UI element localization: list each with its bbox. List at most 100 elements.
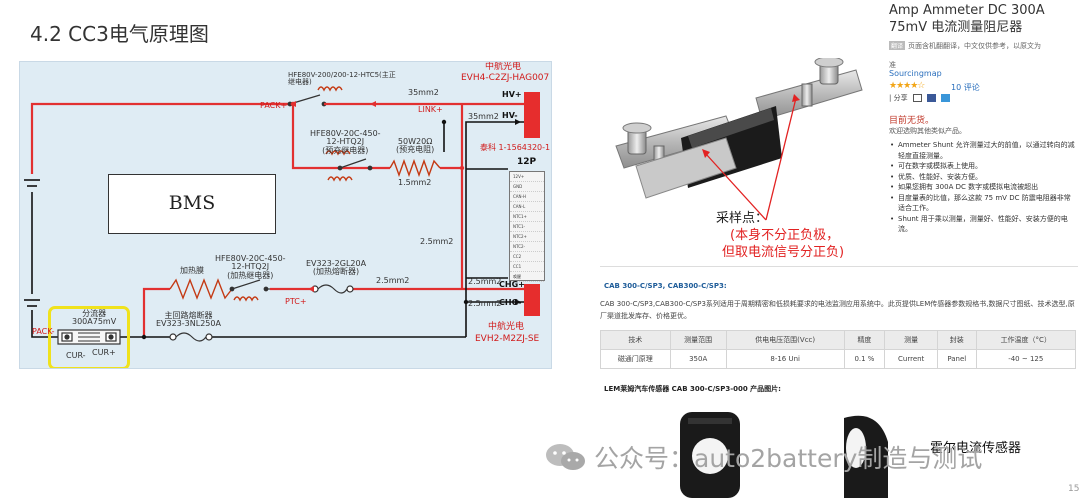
feature-bullet: 优质、性能好、安装方便。 <box>889 172 1075 183</box>
hall-sensor-label: 霍尔电流传感器 <box>930 441 1022 456</box>
chg-minus-label: CHG- <box>499 298 522 307</box>
pin-label: NTC1+ <box>510 212 544 222</box>
cur-plus-label: CUR+ <box>92 348 116 357</box>
translate-tag: 翻译 <box>889 41 906 50</box>
table-header-cell: 供电电压范围(Vcc) <box>725 330 845 350</box>
pin-label: CAN-L <box>510 202 544 212</box>
table-cell: -40 ~ 125 <box>975 349 1077 369</box>
rating-stars[interactable]: ★★★★☆ <box>889 81 925 91</box>
table-cell: Panel <box>937 349 977 369</box>
pin-label: GND <box>510 182 544 192</box>
facebook-icon[interactable] <box>927 94 937 102</box>
review-count-link[interactable]: 10 评论 <box>951 83 980 92</box>
pack-plus-label: PACK+ <box>260 101 288 110</box>
shunt-label: 分流器 300A75mV <box>72 309 117 327</box>
connector-bottom-bar <box>524 284 540 316</box>
page-number: 15 <box>1068 484 1080 494</box>
brand-link[interactable]: Sourcingmap <box>889 69 942 78</box>
feature-bullets: Ammeter Shunt 允许测量过大的前值，以通过转向的减轻度直接测量。 可… <box>889 140 1075 235</box>
bms-box: BMS <box>108 174 276 234</box>
pin-connector-12p: 12V+ GND CAN-H CAN-L NTC1+ NTC1- NTC2+ N… <box>509 171 545 282</box>
connector-bottom-model: EVH2-M2ZJ-SE <box>475 334 540 344</box>
table-header-cell: 测量 <box>884 330 939 350</box>
wire-label: 2.5mm2 <box>420 237 454 246</box>
hall-sensor-image-front <box>680 412 740 498</box>
table-header-cell: 工作温度（°C） <box>975 330 1077 350</box>
table-header-cell: 测量范围 <box>669 330 727 350</box>
hv-minus-label: HV- <box>502 111 518 120</box>
feature-bullet: Shunt 用于乘以测量，测量好、性能好、安装方便的电流。 <box>889 214 1075 235</box>
hall-sensor-image-side <box>844 415 888 498</box>
callout-title: 采样点： <box>716 211 769 226</box>
circuit-schematic: BMS 12V+ GND CAN-H CAN-L NTC1+ NTC1- NTC… <box>19 61 552 369</box>
pin-count-label: 12P <box>517 157 537 167</box>
link-plus-label: LINK+ <box>418 105 443 114</box>
callout-note-2: 但取电流信号分正负) <box>722 245 845 260</box>
watermark-text: 公众号：auto2battery制造与测试 <box>594 444 983 473</box>
share-row: | 分享 <box>889 93 951 103</box>
email-icon[interactable] <box>912 94 922 102</box>
table-cell: 磁通门原理 <box>600 349 671 369</box>
sensor-images-title: LEM莱姆汽车传感器 CAB 300-C/SP3-000 产品图片: <box>604 385 781 393</box>
wire-label: 2.5mm2 <box>468 299 502 308</box>
main-relay-label: HFE80V-200/200-12-HTC5(主正 继电器) <box>288 71 396 87</box>
connector-top-model: EVH4-C2ZJ-HAG007 <box>461 73 550 83</box>
pin-label: NTC1- <box>510 222 544 232</box>
table-header-cell: 封装 <box>937 330 977 350</box>
table-cell: Current <box>884 349 939 369</box>
sensor-spec-table: 技术 测量范围 供电电压范围(Vcc) 精度 测量 封装 工作温度（°C） 磁通… <box>600 330 1077 369</box>
taike-connector-label: 泰科 1-1564320-1 <box>480 143 551 152</box>
wire-label: 2.5mm2 <box>468 277 502 286</box>
slide-title: 4.2 CC3电气原理图 <box>30 22 209 46</box>
table-cell: 0.1 % <box>843 349 886 369</box>
shunt-highlight-box <box>48 306 130 368</box>
table-header-cell: 技术 <box>600 330 671 350</box>
table-row: 磁通门原理 350A 8-16 Uni 0.1 % Current Panel … <box>600 349 1077 369</box>
table-cell: 350A <box>669 349 727 369</box>
heat-relay-label: HFE80V-20C-450- 12-HTQ2J (加热继电器) <box>215 254 286 280</box>
pin-label: 12V+ <box>510 172 544 182</box>
translation-text: 页面含机翻翻译，中文仅供参考，以原文为 <box>908 42 1042 50</box>
pin-label: NTC2+ <box>510 232 544 242</box>
heater-label: 加热膜 <box>180 266 204 275</box>
precharge-resistor-label: 50W20Ω (预充电阻) <box>396 137 435 155</box>
table-cell: 8-16 Uni <box>725 349 845 369</box>
heat-fuse-label: EV323-2GL20A (加热熔断器) <box>306 259 367 277</box>
pin-label: CC2 <box>510 252 544 262</box>
share-label: | 分享 <box>889 94 908 102</box>
wire-label: 1.5mm2 <box>398 178 432 187</box>
feature-bullet: 可在数字或模拟表上使用。 <box>889 161 1075 172</box>
pin-label: CC1 <box>510 262 544 272</box>
connector-bottom-name: 中航光电 <box>488 322 525 332</box>
wechat-icon <box>546 444 585 470</box>
table-header-cell: 精度 <box>843 330 886 350</box>
connector-top-name: 中航光电 <box>485 62 522 72</box>
sensor-description: CAB 300-C/SP3,CAB300-C/SP3系列适用于周期精密和低损耗要… <box>600 300 1075 320</box>
stock-note: 欢迎选购其他类似产品。 <box>889 127 966 135</box>
sampling-point-callout: 采样点： (本身不分正负极， 但取电流信号分正负) <box>716 210 844 261</box>
shunt-product-image <box>615 58 863 221</box>
twitter-icon[interactable] <box>941 94 951 102</box>
wire-label: 2.5mm2 <box>376 276 410 285</box>
pin-label: 唤醒 <box>510 272 544 282</box>
translation-note: 翻译页面含机翻翻译，中文仅供参考，以原文为 <box>889 41 1041 51</box>
feature-bullet: 目度量表的比值，那么这款 75 mV DC 防震电阻器非常适合工作。 <box>889 193 1075 214</box>
section-divider <box>600 266 1078 267</box>
main-fuse-label: 主回路熔断器 EV323-3NL250A <box>156 311 221 329</box>
feature-bullet: Ammeter Shunt 允许测量过大的前值，以通过转向的减轻度直接测量。 <box>889 140 1075 161</box>
ptc-plus-label: PTC+ <box>285 297 307 306</box>
precharge-relay-label: HFE80V-20C-450- 12-HTQ2J (预充继电器) <box>310 129 381 155</box>
bms-label: BMS <box>168 192 216 214</box>
product-title-line2: 75mV 电流测量阻尼器 <box>889 20 1023 35</box>
translation-note-end: 准 <box>889 61 896 69</box>
cur-minus-label: CUR- <box>66 351 86 360</box>
chg-plus-label: CHG+ <box>499 280 525 289</box>
product-title-line1: Amp Ammeter DC 300A <box>889 3 1045 18</box>
table-header-row: 技术 测量范围 供电电压范围(Vcc) 精度 测量 封装 工作温度（°C） <box>600 330 1077 350</box>
hv-plus-label: HV+ <box>502 90 522 99</box>
pack-minus-label: PACK- <box>32 327 55 336</box>
feature-bullet: 如果您拥有 300A DC 数字或模拟电流被超出 <box>889 182 1075 193</box>
pin-label: CAN-H <box>510 192 544 202</box>
wechat-watermark: 公众号：auto2battery制造与测试 <box>544 439 982 475</box>
product-title[interactable]: Amp Ammeter DC 300A 75mV 电流测量阻尼器 <box>889 2 1045 36</box>
